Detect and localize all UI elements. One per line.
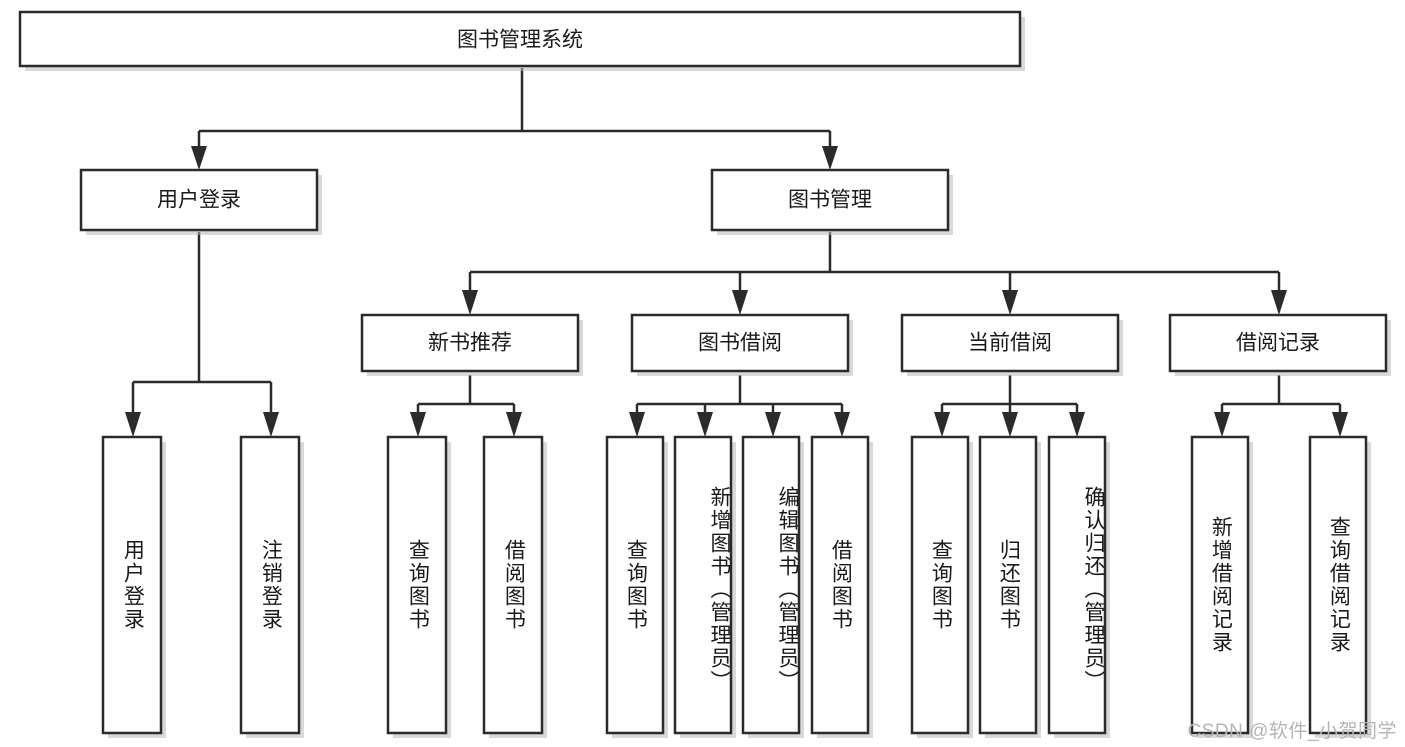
arrowhead-leaf-confirm-return <box>1069 412 1085 437</box>
arrowhead-leaf-logout <box>263 412 279 437</box>
arrowhead-current-borrow <box>1002 290 1018 315</box>
arrowhead-leaf-query-book-3 <box>934 412 950 437</box>
arrowhead-leaf-query-book-1 <box>410 412 426 437</box>
arrowhead-leaf-edit-book <box>765 412 781 437</box>
node-current-borrow-label: 当前借阅 <box>968 332 1052 355</box>
node-leaf-borrow-book-2-box[interactable] <box>810 435 870 735</box>
arrowhead-leaf-add-book <box>697 412 713 437</box>
node-leaf-logout-box[interactable] <box>239 435 301 735</box>
node-borrow-record-box[interactable] <box>1168 313 1388 373</box>
node-leaf-query-record-box[interactable] <box>1308 435 1368 735</box>
node-leaf-query-book-2-box[interactable] <box>605 435 665 735</box>
node-leaf-add-book-box[interactable] <box>673 435 733 735</box>
node-user-login-box[interactable] <box>79 168 319 232</box>
node-borrow-record-label: 借阅记录 <box>1236 332 1320 355</box>
arrowhead-leaf-borrow-book-1 <box>506 412 522 437</box>
arrowhead-book-manage <box>822 146 838 170</box>
node-book-manage-label: 图书管理 <box>788 189 872 212</box>
arrowhead-borrow-record <box>1271 290 1287 315</box>
node-leaf-user-login-box[interactable] <box>101 435 163 735</box>
node-leaf-edit-book-box[interactable] <box>741 435 801 735</box>
arrowhead-user-login <box>191 146 207 170</box>
node-leaf-add-record-box[interactable] <box>1190 435 1250 735</box>
arrowhead-book-borrow <box>732 290 748 315</box>
node-root-label: 图书管理系统 <box>457 29 583 52</box>
arrowhead-leaf-add-record <box>1214 412 1230 437</box>
watermark-text: CSDN @软件_小贺同学 <box>1187 721 1397 742</box>
node-leaf-borrow-book-1-box[interactable] <box>482 435 544 735</box>
node-new-book-rec-label: 新书推荐 <box>428 332 512 355</box>
node-leaf-query-book-3-box[interactable] <box>910 435 970 735</box>
node-book-borrow-label: 图书借阅 <box>698 332 782 355</box>
node-leaf-confirm-return-box[interactable] <box>1047 435 1107 735</box>
node-book-borrow-box[interactable] <box>630 313 850 373</box>
node-leaf-query-book-1-box[interactable] <box>386 435 448 735</box>
node-leaf-return-book-box[interactable] <box>978 435 1038 735</box>
node-root-box[interactable] <box>18 10 1022 68</box>
arrowhead-leaf-query-book-2 <box>629 412 645 437</box>
node-new-book-rec-box[interactable] <box>360 313 580 373</box>
arrowhead-leaf-query-record <box>1332 412 1348 437</box>
arrowhead-new-book-rec <box>462 290 478 315</box>
node-current-borrow-box[interactable] <box>900 313 1120 373</box>
connector-layer <box>125 68 1348 437</box>
node-layer: 图书管理系统 用户登录 图书管理 新书推荐 图书借阅 当前借阅 借阅记录 <box>18 10 1391 738</box>
node-book-manage-box[interactable] <box>710 168 950 232</box>
arrowhead-leaf-user-login <box>125 412 141 437</box>
node-user-login-label: 用户登录 <box>157 189 241 212</box>
arrowhead-leaf-borrow-book-2 <box>834 412 850 437</box>
arrowhead-leaf-return-book <box>1002 412 1018 437</box>
